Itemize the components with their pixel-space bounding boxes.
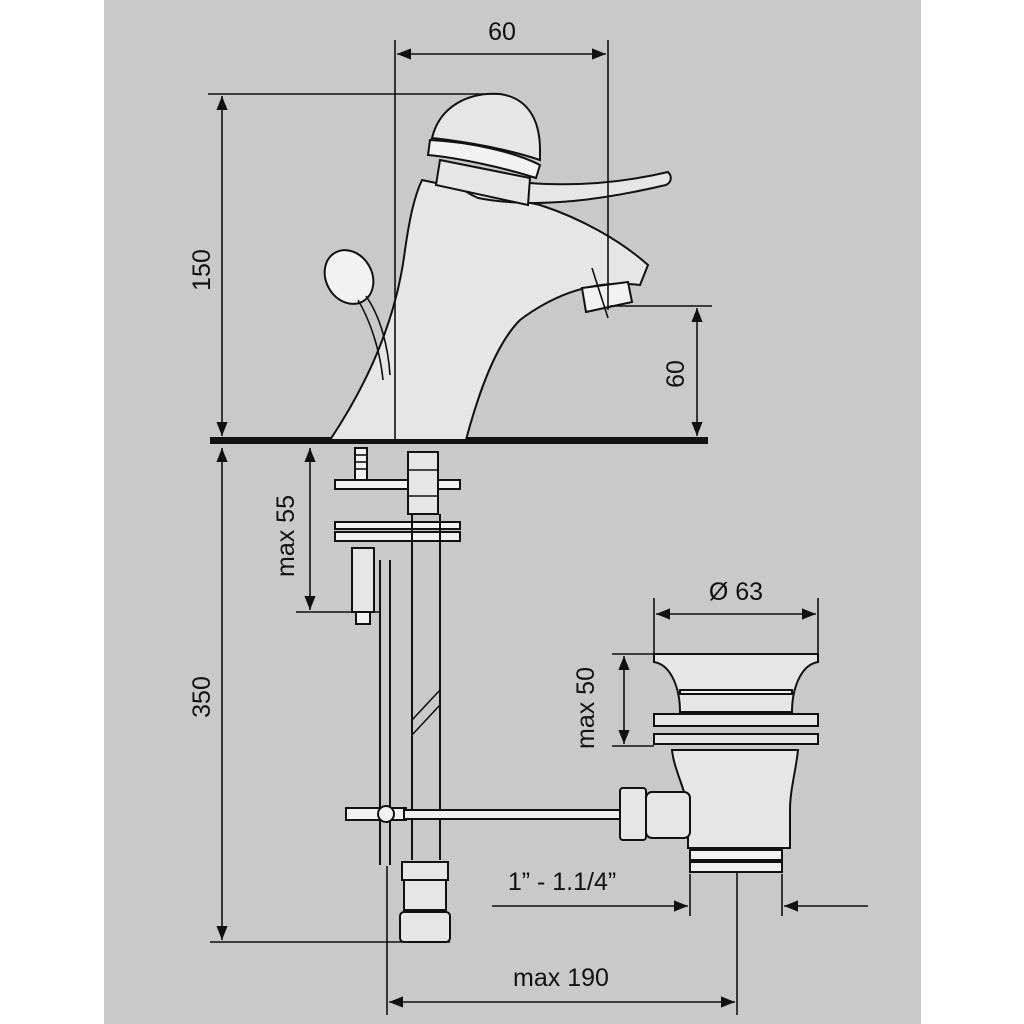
dim-drain-diameter: Ø 63 bbox=[709, 578, 763, 606]
drain-assembly bbox=[619, 653, 819, 873]
faucet-body bbox=[328, 92, 672, 441]
dim-spout-clearance: 60 bbox=[662, 360, 690, 388]
pull-rod bbox=[345, 560, 623, 865]
dim-max-horizontal: max 190 bbox=[513, 964, 609, 992]
dim-spout-reach: 60 bbox=[488, 18, 516, 46]
mounting-hardware bbox=[334, 447, 461, 625]
popup-knob bbox=[323, 249, 391, 381]
dim-faucet-height: 150 bbox=[188, 249, 216, 291]
dim-max-deck-thickness: max 55 bbox=[272, 495, 300, 577]
dim-drain-max-thickness: max 50 bbox=[572, 667, 600, 749]
dimension-lines bbox=[208, 40, 868, 1015]
dim-drain-thread: 1” - 1.1/4” bbox=[508, 868, 616, 896]
dim-total-height-below: 350 bbox=[188, 676, 216, 718]
